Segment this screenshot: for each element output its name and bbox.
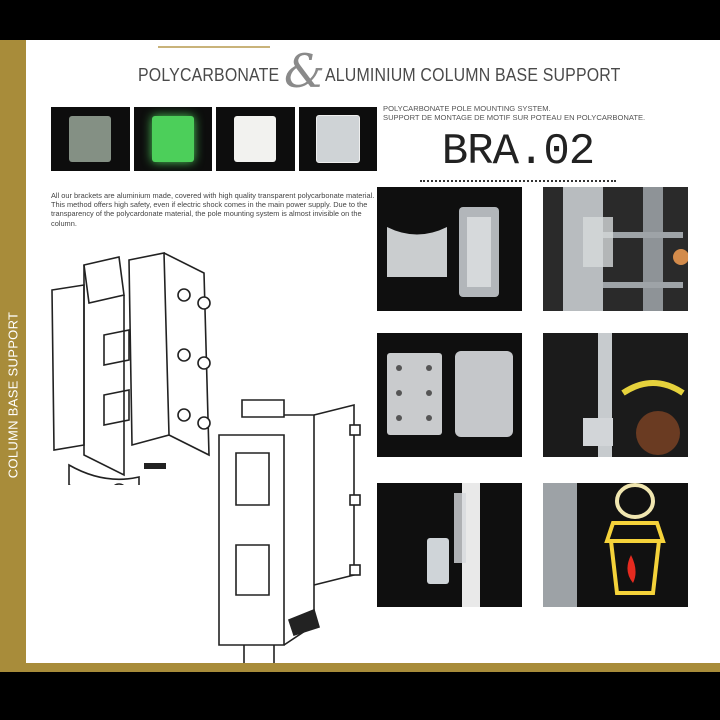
- description-text: All our brackets are aluminium made, cov…: [51, 191, 375, 228]
- bracket-thumbnails: [51, 107, 377, 171]
- thumbnail-green[interactable]: [133, 107, 212, 171]
- title-left: POLYCARBONATE: [138, 64, 280, 85]
- side-bracket-drawing: [218, 399, 361, 665]
- catalog-page: COLUMN BASE SUPPORT POLYCARBONATE & ALUM…: [0, 40, 720, 672]
- isometric-bracket-drawing: [51, 252, 211, 485]
- bracket-plate-clear: [69, 116, 112, 162]
- product-code: BRA.02: [420, 124, 616, 182]
- subtitle: POLYCARBONATE POLE MOUNTING SYSTEM. SUPP…: [383, 104, 645, 123]
- photo-column-install-1: [543, 187, 688, 311]
- photo-aluminium-plates: [377, 333, 522, 457]
- bracket-plate-green: [151, 116, 194, 162]
- photo-mounted-bracket: [377, 483, 522, 607]
- thumbnail-clear[interactable]: [51, 107, 130, 171]
- photo-bracket-parts: [377, 187, 522, 311]
- photo-lantern-motif: [543, 483, 688, 607]
- photo-column-install-2: [543, 333, 688, 457]
- title-right: ALUMINIUM COLUMN BASE SUPPORT: [325, 64, 621, 85]
- subtitle-fr: SUPPORT DE MONTAGE DE MOTIF SUR POTEAU E…: [383, 113, 646, 123]
- bracket-plate-white: [234, 116, 277, 162]
- sidebar-label: COLUMN BASE SUPPORT: [5, 311, 21, 479]
- thumbnail-white[interactable]: [216, 107, 295, 171]
- bracket-plate-transparent: [315, 115, 360, 163]
- subtitle-en: POLYCARBONATE POLE MOUNTING SYSTEM.: [383, 104, 551, 113]
- bottom-gold-rule: [26, 663, 720, 672]
- header-accent-line: [158, 46, 270, 48]
- thumbnail-transparent[interactable]: [298, 107, 377, 171]
- title-ampersand: &: [284, 44, 325, 98]
- side-gold-bar: COLUMN BASE SUPPORT: [0, 40, 26, 672]
